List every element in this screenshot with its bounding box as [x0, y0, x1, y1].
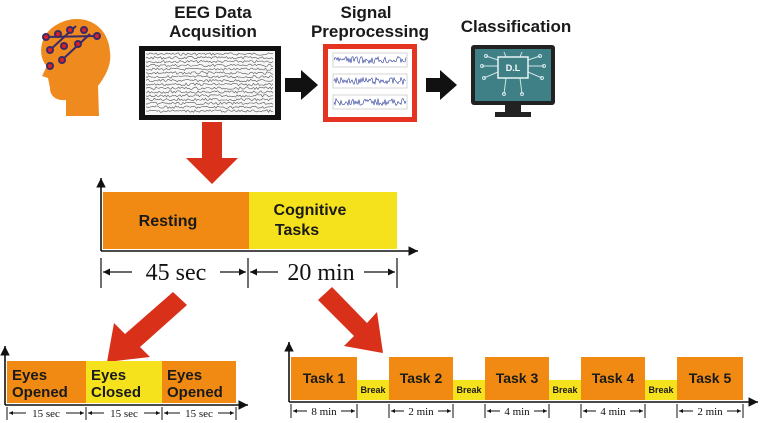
preprocessing-signal-line: [333, 55, 407, 65]
resting-duration: 45 sec: [146, 260, 207, 286]
preprocessing-title-line2: Preprocessing: [311, 22, 429, 41]
eeg-trace-line: [145, 82, 274, 87]
acquisition-title-line1: EEG Data: [174, 3, 252, 22]
break-label-1: Break: [360, 385, 386, 395]
cognitive-label-line1: Cognitive: [274, 202, 347, 219]
break-label-2: Break: [456, 385, 482, 395]
head-with-electrodes-icon: [41, 19, 111, 117]
task-block-3: [485, 357, 549, 400]
red-arrow-to-resting-detail: [107, 292, 187, 362]
block3-line1: Eyes: [167, 367, 202, 384]
eeg-trace-line: [145, 63, 274, 67]
eyes-opened-block-2: [162, 361, 236, 403]
eeg-trace-line: [145, 90, 274, 94]
task-block-2: [389, 357, 453, 400]
task-label-2: Task 2: [400, 370, 443, 386]
eeg-trace-line: [145, 59, 274, 64]
block3-line2: Opened: [167, 384, 223, 401]
task-label-4: Task 4: [592, 370, 635, 386]
preprocessing-subplot-frame: [332, 94, 408, 110]
eeg-trace-line: [145, 101, 274, 106]
preprocessing-subplot-frame: [332, 52, 408, 68]
resting-detail-brackets: [6, 407, 237, 420]
eeg-trace-line: [145, 56, 274, 60]
eeg-trace-line: [145, 105, 274, 110]
eeg-trace-line: [146, 52, 274, 56]
preprocessing-title-line1: Signal: [340, 3, 391, 22]
red-arrow-to-task-detail: [318, 287, 383, 353]
eyes-closed-block: [86, 361, 162, 403]
eeg-recording-monitor: [139, 46, 281, 120]
main-duration-brackets: [100, 258, 398, 288]
task-label-3: Task 3: [496, 370, 539, 386]
cognitive-duration: 20 min: [287, 260, 354, 286]
preprocessing-signal-line: [333, 97, 407, 107]
block3-duration: 15 sec: [185, 408, 213, 420]
break-block-3: [549, 380, 581, 400]
preprocessing-signal-line: [333, 76, 407, 86]
main-timeline-axes: [96, 178, 418, 256]
cognitive-label-line2: Tasks: [275, 222, 319, 239]
break-block-1: [357, 380, 389, 400]
task-duration-3: 4 min: [504, 406, 530, 418]
block1-line1: Eyes: [12, 367, 47, 384]
block2-duration: 15 sec: [110, 408, 138, 420]
task-detail-axes: [284, 342, 758, 407]
break-label-4: Break: [648, 385, 674, 395]
task-duration-5: 2 min: [697, 406, 723, 418]
task-detail-brackets: [290, 404, 744, 418]
chip-label: D.L: [506, 63, 521, 73]
break-block-4: [645, 380, 677, 400]
task-duration-4: 4 min: [600, 406, 626, 418]
eyes-opened-block-1: [7, 361, 86, 403]
monitor-chip-icon: D.L: [471, 45, 555, 117]
preprocessing-subplot-frame: [332, 73, 408, 89]
classification-title: Classification: [461, 17, 572, 36]
eeg-trace-line: [145, 67, 274, 71]
red-arrow-down: [186, 122, 238, 184]
eeg-trace-line: [145, 94, 273, 98]
resting-detail-axes: [0, 346, 248, 410]
task-label-5: Task 5: [689, 370, 732, 386]
block2-line1: Eyes: [91, 367, 126, 384]
eeg-trace-line: [145, 75, 274, 79]
eeg-trace-line: [145, 78, 274, 83]
block1-duration: 15 sec: [32, 408, 60, 420]
task-block-5: [677, 357, 743, 400]
acquisition-title-line2: Acqusition: [169, 22, 257, 41]
task-label-1: Task 1: [303, 370, 346, 386]
resting-label: Resting: [139, 213, 198, 230]
eeg-trace-line: [145, 109, 274, 113]
resting-block: [103, 192, 249, 249]
eeg-trace-line: [145, 86, 274, 90]
preprocessing-plots-panel: [323, 44, 417, 122]
task-block-4: [581, 357, 645, 400]
block2-line2: Closed: [91, 384, 141, 401]
eeg-trace-line: [145, 71, 274, 75]
block1-line2: Opened: [12, 384, 68, 401]
break-block-2: [453, 380, 485, 400]
cognitive-tasks-block: [249, 192, 397, 249]
arrow-to-preprocessing: [285, 70, 318, 100]
eeg-trace-line: [145, 97, 274, 102]
arrow-to-classification: [426, 70, 457, 100]
break-label-3: Break: [552, 385, 578, 395]
task-duration-2: 2 min: [408, 406, 434, 418]
task-duration-1: 8 min: [311, 406, 337, 418]
task-block-1: [291, 357, 357, 400]
